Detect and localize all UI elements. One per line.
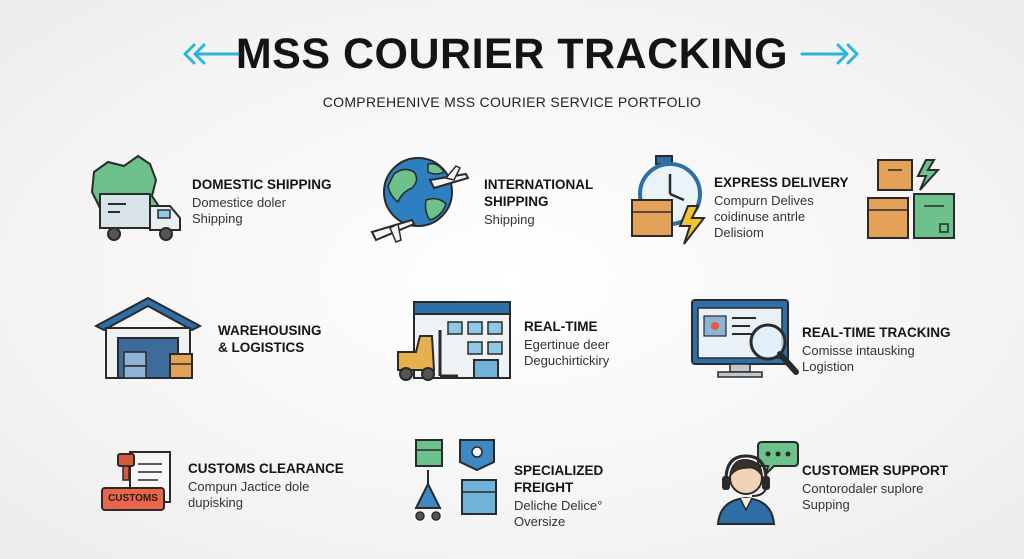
service-name: SPECIALIZED FREIGHT bbox=[514, 463, 604, 495]
service-customs-clearance: CUSTOMS CUSTOMS CLEARANCE Compun Jactice… bbox=[100, 448, 360, 520]
page-title: MSS COURIER TRACKING bbox=[235, 30, 789, 78]
service-description: Compurn Delives coidinuse antrle Delisio… bbox=[714, 193, 814, 240]
forklift-building-icon bbox=[397, 301, 511, 381]
service-description: Compun Jactice dole dupisking bbox=[188, 479, 310, 510]
service-specialized-freight: SPECIALIZED FREIGHT Deliche Delice° Over… bbox=[410, 436, 670, 529]
double-chevron-left-icon bbox=[183, 43, 242, 65]
service-description: Deliche Delice° Oversize bbox=[514, 498, 603, 529]
warehouse-icon bbox=[93, 296, 203, 379]
stamp-label: CUSTOMS bbox=[108, 493, 158, 504]
crane-boxes-icon bbox=[414, 439, 497, 521]
service-name: REAL-TIME TRACKING bbox=[802, 325, 951, 340]
service-express-delivery: EXPRESS DELIVERY Compurn Delives coidinu… bbox=[624, 150, 964, 250]
service-customer-support: CUSTOMER SUPPORT Contorodaler suplore Su… bbox=[712, 436, 972, 528]
service-name: REAL-TIME bbox=[524, 319, 598, 334]
service-name: DOMESTIC SHIPPING bbox=[192, 177, 332, 192]
service-international-shipping: INTERNATIONAL SHIPPING Shipping bbox=[368, 150, 618, 250]
header: MSS COURIER TRACKING bbox=[0, 22, 1024, 82]
service-warehousing-logistics: WAREHOUSING & LOGISTICS bbox=[92, 294, 342, 389]
service-description: Domestice doler Shipping bbox=[192, 195, 286, 226]
service-name: WAREHOUSING & LOGISTICS bbox=[218, 323, 322, 355]
boxes-lightning-icon bbox=[867, 159, 955, 239]
page-subtitle: COMPREHENIVE MSS COURIER SERVICE PORTFOL… bbox=[322, 94, 702, 110]
stopwatch-box-icon bbox=[631, 155, 707, 245]
service-name: CUSTOMS CLEARANCE bbox=[188, 461, 344, 476]
service-description: Comisse intausking Logistion bbox=[802, 343, 915, 374]
monitor-magnifier-icon bbox=[691, 299, 799, 378]
globe-plane-icon bbox=[370, 157, 470, 243]
service-description: Contorodaler suplore Supping bbox=[802, 481, 924, 512]
service-name: CUSTOMER SUPPORT bbox=[802, 463, 949, 478]
service-real-time: REAL-TIME Egertinue deer Deguchirtickiry bbox=[394, 296, 644, 386]
customs-stamp-icon bbox=[101, 451, 171, 511]
headset-agent-icon bbox=[716, 441, 799, 525]
service-name: INTERNATIONAL SHIPPING bbox=[484, 177, 594, 209]
service-name: EXPRESS DELIVERY bbox=[714, 175, 849, 190]
service-real-time-tracking: REAL-TIME TRACKING Comisse intausking Lo… bbox=[690, 296, 980, 388]
service-domestic-shipping: DOMESTIC SHIPPING Domestice doler Shippi… bbox=[86, 150, 346, 250]
map-truck-icon bbox=[90, 154, 181, 241]
double-chevron-right-icon bbox=[800, 43, 859, 65]
service-description: Egertinue deer Deguchirtickiry bbox=[524, 337, 610, 368]
service-description: Shipping bbox=[484, 212, 535, 227]
